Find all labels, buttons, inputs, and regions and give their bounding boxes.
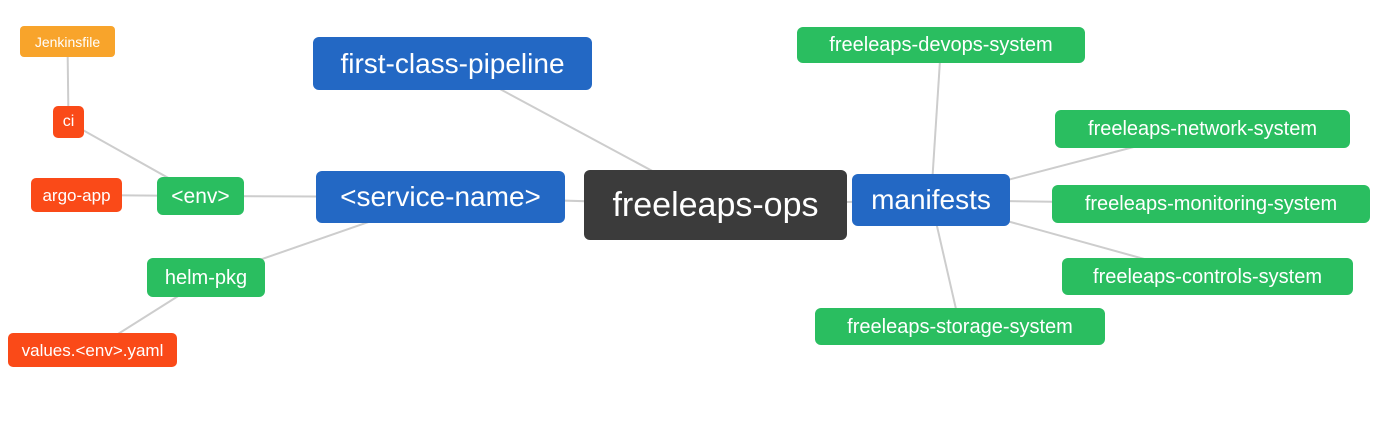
node-freeleaps-storage-system[interactable]: freeleaps-storage-system [815, 308, 1105, 345]
node-ci[interactable]: ci [53, 106, 84, 138]
node-manifests[interactable]: manifests [852, 174, 1010, 226]
node-freeleaps-devops-system[interactable]: freeleaps-devops-system [797, 27, 1085, 63]
node-first-class-pipeline[interactable]: first-class-pipeline [313, 37, 592, 90]
node-argo-app[interactable]: argo-app [31, 178, 122, 212]
node-values-env-yaml[interactable]: values.<env>.yaml [8, 333, 177, 367]
node-jenkinsfile[interactable]: Jenkinsfile [20, 26, 115, 57]
node-freeleaps-monitoring-system[interactable]: freeleaps-monitoring-system [1052, 185, 1370, 223]
node-helm-pkg[interactable]: helm-pkg [147, 258, 265, 297]
node-freeleaps-network-system[interactable]: freeleaps-network-system [1055, 110, 1350, 148]
node-freeleaps-ops[interactable]: freeleaps-ops [584, 170, 847, 240]
node-env[interactable]: <env> [157, 177, 244, 215]
node-service-name[interactable]: <service-name> [316, 171, 565, 223]
node-freeleaps-controls-system[interactable]: freeleaps-controls-system [1062, 258, 1353, 295]
